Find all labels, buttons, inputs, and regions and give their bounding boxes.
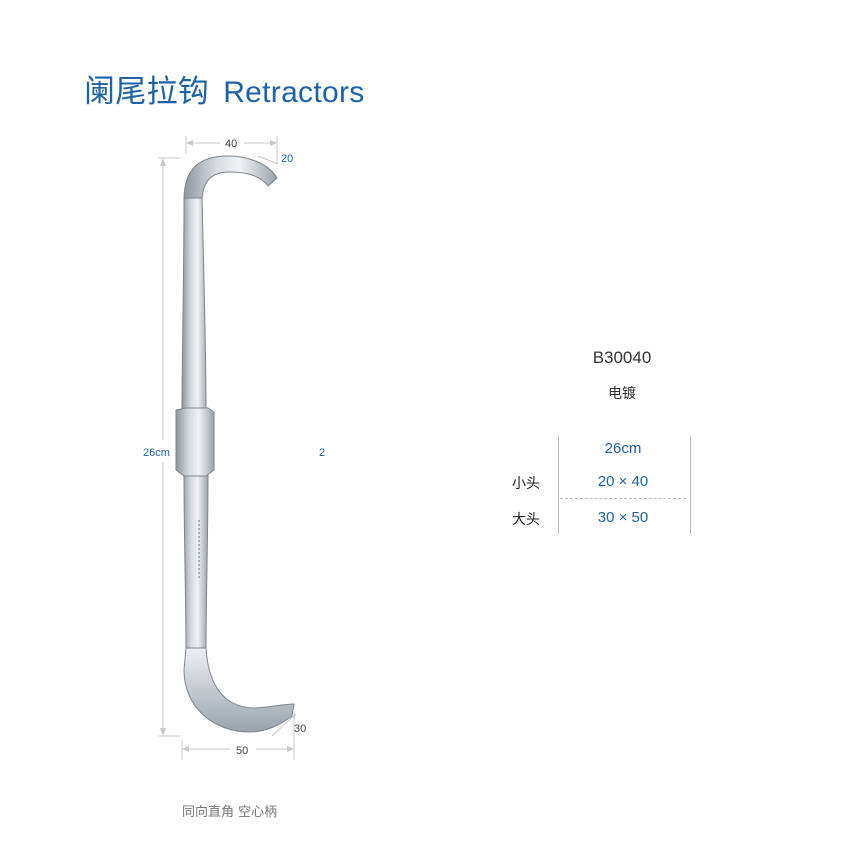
spec-separator bbox=[560, 498, 686, 499]
bottom-depth-label: 30 bbox=[294, 723, 306, 735]
length-label: 26cm bbox=[143, 447, 170, 459]
handle-grip bbox=[175, 407, 215, 477]
retractor-illustration bbox=[175, 155, 295, 733]
caption: 同向直角 空心柄 bbox=[182, 805, 278, 820]
top-depth-dimension: 20 bbox=[257, 153, 293, 165]
spec-length: 26cm bbox=[604, 440, 642, 457]
length-dimension: 26cm bbox=[143, 157, 180, 737]
spec-divider-right bbox=[690, 436, 691, 534]
page-title: 阑尾拉钩 Retractors bbox=[84, 66, 365, 111]
bottom-width-dimension: 50 bbox=[181, 712, 295, 760]
title-zh: 阑尾拉钩 bbox=[84, 74, 210, 110]
top-blade bbox=[183, 155, 278, 201]
top-width-dimension: 40 bbox=[185, 136, 278, 164]
spec-table: 26cm 小头 20 × 40 大头 30 × 50 bbox=[508, 436, 692, 536]
spec-row-value: 20 × 40 bbox=[597, 473, 649, 490]
bottom-depth-dimension: 30 bbox=[271, 713, 306, 737]
top-depth-label: 20 bbox=[281, 153, 293, 165]
title-en: Retractors bbox=[223, 76, 365, 109]
model-number: B30040 bbox=[592, 348, 652, 367]
finish-label: 电镀 bbox=[608, 386, 636, 402]
spec-row-label: 小头 bbox=[512, 476, 540, 492]
bottom-width-label: 50 bbox=[236, 745, 248, 757]
spec-divider-left bbox=[558, 436, 559, 534]
top-width-label: 40 bbox=[225, 138, 237, 150]
spec-row-label: 大头 bbox=[512, 512, 540, 528]
stray-label: 2 bbox=[319, 447, 325, 459]
spec-row-value: 30 × 50 bbox=[597, 509, 649, 526]
bottom-blade bbox=[183, 647, 295, 733]
